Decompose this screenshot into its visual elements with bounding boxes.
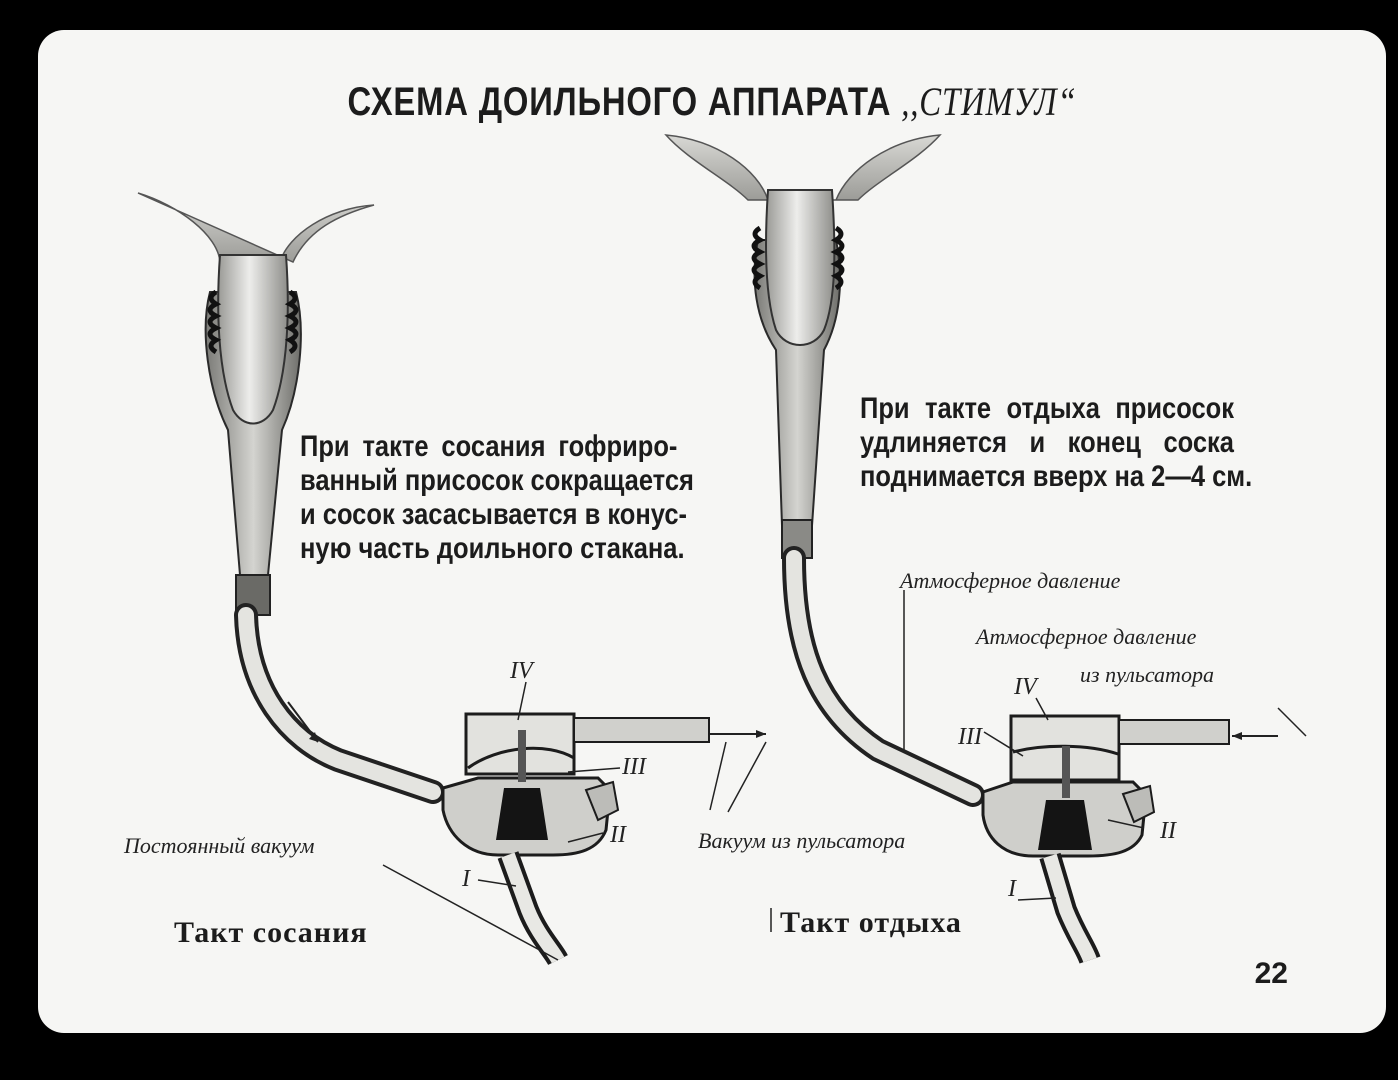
right-part-III: III bbox=[958, 724, 982, 750]
left-outlet-tube-inner bbox=[501, 852, 565, 964]
right-leader-I bbox=[1017, 897, 1057, 901]
left-desc-line: При такте сосания гофриро- bbox=[300, 430, 678, 463]
page-number: 22 bbox=[1254, 957, 1288, 990]
left-outlet-arrowhead bbox=[756, 730, 766, 738]
right-leader-III bbox=[983, 731, 1024, 757]
vacuum-pulsator-leader-2 bbox=[727, 741, 767, 813]
left-leader-I bbox=[477, 879, 517, 887]
left-desc-line: и сосок засасывается в конус- bbox=[300, 498, 688, 531]
right-valve-stem bbox=[1062, 746, 1070, 798]
left-flow-arrowhead bbox=[309, 732, 318, 742]
right-part-IV: IV bbox=[1014, 674, 1037, 700]
right-valve-cone bbox=[1038, 800, 1092, 850]
left-nozzle bbox=[584, 780, 620, 822]
left-part-I: I bbox=[462, 866, 470, 892]
left-leader-vacuum bbox=[382, 864, 559, 961]
left-leader-III bbox=[567, 767, 621, 773]
left-milk-tube-inner bbox=[238, 607, 441, 800]
left-desc-line: ванный присосок сокращается bbox=[300, 464, 694, 497]
right-corrugation-left bbox=[751, 225, 766, 291]
right-part-I: I bbox=[1008, 876, 1016, 902]
right-corrugation-right bbox=[830, 225, 845, 291]
right-collector bbox=[770, 590, 1307, 964]
left-description: При такте сосания гофриро- ванный присос… bbox=[300, 430, 694, 566]
left-udder bbox=[137, 192, 375, 263]
label-vacuum-pulsator: Вакуум из пульсатора bbox=[698, 828, 906, 853]
label-atm-pulsator-line1: Атмосферное давление bbox=[976, 624, 1197, 649]
title-name: ,,СТИМУЛ“ bbox=[901, 79, 1077, 124]
left-teat bbox=[217, 254, 289, 425]
label-atmospheric-pressure: Атмосферное давление bbox=[900, 568, 1121, 593]
left-valve-cone bbox=[496, 788, 548, 840]
slide: СХЕМА ДОИЛЬНОГО АППАРАТА ,,СТИМУЛ“ При т… bbox=[38, 30, 1386, 1033]
title-main: СХЕМА ДОИЛЬНОГО АППАРАТА bbox=[347, 80, 892, 124]
label-constant-vacuum: Постоянный вакуум bbox=[124, 833, 315, 858]
milking-diagram bbox=[137, 134, 1307, 966]
left-collector bbox=[382, 681, 767, 966]
right-leader-II bbox=[1107, 819, 1145, 829]
left-part-IV: IV bbox=[510, 658, 533, 684]
right-cup-assembly bbox=[664, 134, 985, 807]
right-inlet-arrowhead bbox=[1232, 732, 1242, 740]
right-desc-line: При такте отдыха присосок bbox=[860, 392, 1234, 425]
left-leader-IV bbox=[517, 681, 527, 721]
right-milk-tube-inner bbox=[786, 550, 981, 803]
right-part-II: II bbox=[1160, 818, 1176, 844]
right-outlet-tube-inner bbox=[1043, 854, 1097, 963]
right-teat bbox=[765, 189, 836, 346]
right-udder bbox=[664, 134, 942, 201]
right-pulsator-pipe bbox=[1118, 719, 1230, 745]
vacuum-pulsator-leader-1 bbox=[709, 741, 727, 811]
left-caption: Такт сосания bbox=[174, 916, 368, 949]
left-corrugation-right bbox=[284, 289, 299, 355]
right-description: При такте отдыха присосок удлиняется и к… bbox=[860, 392, 1253, 494]
left-leader-II bbox=[567, 832, 604, 843]
left-part-III: III bbox=[622, 754, 646, 780]
right-leader-IV bbox=[1035, 697, 1049, 721]
left-valve-stem bbox=[518, 730, 526, 782]
right-inlet-leader bbox=[1277, 707, 1307, 737]
right-desc-line: поднимается вверх на 2—4 см. bbox=[860, 460, 1253, 493]
page-title: СХЕМА ДОИЛЬНОГО АППАРАТА ,,СТИМУЛ“ bbox=[159, 78, 1264, 125]
right-caption: Такт отдыха bbox=[780, 906, 962, 939]
left-pulsator-pipe bbox=[573, 717, 710, 743]
label-atm-pulsator-line2: из пульсатора bbox=[1080, 662, 1214, 687]
right-nozzle bbox=[1121, 784, 1156, 824]
right-desc-line: удлиняется и конец соска bbox=[860, 426, 1234, 459]
left-desc-line: ную часть доильного стакана. bbox=[300, 532, 685, 565]
left-part-II: II bbox=[610, 822, 626, 848]
left-corrugation-left bbox=[207, 289, 222, 355]
left-cup-assembly bbox=[137, 192, 445, 804]
